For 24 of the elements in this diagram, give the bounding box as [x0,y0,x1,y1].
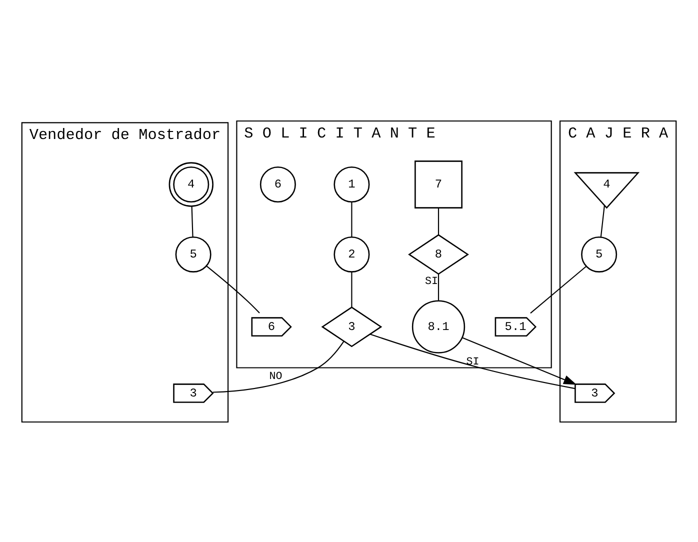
node-circle: 4 [168,162,214,206]
node-circle: 1 [334,166,370,202]
edge-label: SI [424,276,438,288]
node-diamond: 3 [321,306,382,347]
connector [191,206,194,236]
edge-label: NO [269,370,282,383]
connector [438,274,440,300]
connector [351,202,352,236]
connector [600,205,605,237]
node-circle: 5 [175,236,212,272]
node-circle: 8.1 [412,300,466,353]
node-circle: 2 [334,236,370,272]
connector [438,208,440,234]
connector [530,266,586,314]
node-circle: 5 [581,236,618,272]
connector [206,265,260,313]
node-diamond: 8 [408,234,469,274]
connector [351,271,352,307]
node-circle: 6 [260,166,296,202]
node-box: 7 [414,160,462,208]
edge-label: SI [466,356,480,368]
arrow [462,336,577,384]
connector [212,340,344,392]
connector [370,333,576,389]
